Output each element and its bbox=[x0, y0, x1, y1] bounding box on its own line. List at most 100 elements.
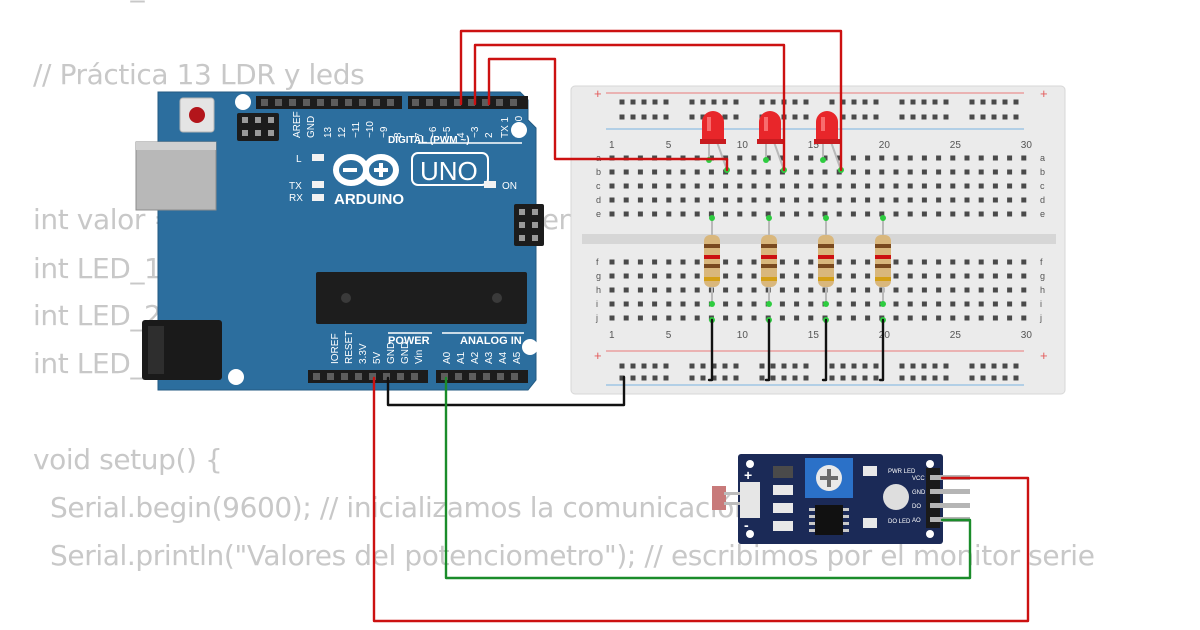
row-letter: i bbox=[1040, 299, 1042, 309]
pin-label: 2 bbox=[484, 132, 495, 138]
pin-label: ~11 bbox=[351, 121, 362, 138]
pin-label: A2 bbox=[470, 351, 481, 364]
row-letter: c bbox=[596, 181, 601, 191]
code-line: Serial.println("Valores del potenciometr… bbox=[33, 539, 1095, 572]
arduino-model: UNO bbox=[420, 156, 478, 186]
code-line: int LED_4 = 2; bbox=[33, 0, 228, 3]
pwr-led bbox=[883, 484, 909, 510]
pin-label: 7 bbox=[414, 132, 425, 138]
row-letter: c bbox=[1040, 181, 1045, 191]
pin-label: ~3 bbox=[470, 126, 481, 138]
sensor-plus-label: + bbox=[744, 467, 752, 483]
wire-a0 bbox=[444, 376, 972, 580]
column-number: 5 bbox=[666, 140, 672, 151]
column-number: 5 bbox=[666, 330, 672, 341]
code-line: // Práctica 13 LDR y leds bbox=[33, 58, 365, 91]
pin-label: GND bbox=[306, 116, 317, 138]
wire-led3 bbox=[487, 57, 729, 172]
row-letter: f bbox=[596, 257, 599, 267]
pin-label: GND bbox=[400, 342, 411, 364]
column-number: 10 bbox=[737, 330, 749, 341]
breadboard-holes bbox=[609, 99, 1027, 381]
row-letter: b bbox=[596, 167, 601, 177]
rx-led bbox=[312, 194, 324, 201]
pin-label: TX 1 bbox=[500, 116, 511, 138]
rx-led-label: RX bbox=[289, 193, 303, 204]
led-icon bbox=[759, 111, 781, 142]
sensor-minus-label: - bbox=[744, 517, 749, 533]
column-number: 25 bbox=[950, 140, 962, 151]
arduino-brand: ARDUINO bbox=[334, 191, 404, 208]
pin-label: A5 bbox=[512, 351, 523, 364]
row-letter: h bbox=[596, 285, 601, 295]
pin-label: A1 bbox=[456, 351, 467, 364]
power-header bbox=[308, 370, 428, 383]
pin-label: A0 bbox=[442, 351, 453, 364]
wire-5v bbox=[372, 376, 1030, 623]
sensor-pin-label: AO bbox=[912, 518, 921, 524]
pin-label: AREF bbox=[292, 111, 303, 138]
ldr-icon bbox=[712, 486, 726, 510]
on-led bbox=[484, 181, 496, 188]
wire-gnd bbox=[386, 375, 626, 407]
resistors bbox=[704, 215, 891, 323]
row-letter: f bbox=[1040, 257, 1043, 267]
rail-plus-label: + bbox=[594, 86, 602, 101]
row-letter: e bbox=[1040, 209, 1045, 219]
arduino-logo-icon bbox=[333, 154, 399, 186]
sensor-pin-label: GND bbox=[912, 490, 926, 496]
column-number: 15 bbox=[808, 330, 820, 341]
column-number: 25 bbox=[950, 330, 962, 341]
row-letter: g bbox=[596, 271, 601, 281]
pwr-led-label: PWR LED bbox=[888, 469, 916, 475]
pin-label: A4 bbox=[498, 351, 509, 364]
column-number: 10 bbox=[737, 140, 749, 151]
row-letter: j bbox=[1039, 313, 1042, 323]
code-line: void setup() { bbox=[33, 443, 223, 476]
column-number: 20 bbox=[879, 140, 891, 151]
rail-plus-label: + bbox=[594, 348, 602, 363]
column-number: 30 bbox=[1021, 140, 1033, 151]
l-led bbox=[312, 154, 324, 161]
tx-led-label: TX bbox=[289, 181, 302, 192]
row-letter: j bbox=[595, 313, 598, 323]
row-letter: b bbox=[1040, 167, 1045, 177]
rail-plus-label: + bbox=[1040, 348, 1048, 363]
led-icon bbox=[816, 111, 838, 142]
pin-label: 8 bbox=[393, 132, 404, 138]
row-letter: d bbox=[596, 195, 601, 205]
tx-led bbox=[312, 181, 324, 188]
wire-led2 bbox=[473, 43, 786, 172]
pin-label: 5V bbox=[372, 351, 383, 364]
column-number: 20 bbox=[879, 330, 891, 341]
pin-label: ~5 bbox=[442, 126, 453, 138]
wire-led1 bbox=[459, 29, 843, 172]
l-led-label: L bbox=[296, 154, 302, 165]
led-icon bbox=[702, 111, 724, 142]
leds bbox=[700, 111, 844, 173]
analog-header-label: ANALOG IN bbox=[460, 335, 522, 347]
row-letter: d bbox=[1040, 195, 1045, 205]
pin-label: ~10 bbox=[365, 121, 376, 138]
digital-header-label: DIGITAL (PWM ~) bbox=[388, 135, 470, 146]
pin-label: GND bbox=[386, 342, 397, 364]
sensor-pin-label: DO bbox=[912, 504, 921, 510]
pin-label: 12 bbox=[337, 126, 348, 138]
do-led-label: DO LED bbox=[888, 519, 911, 525]
rail-plus-label: + bbox=[1040, 86, 1048, 101]
column-number: 1 bbox=[609, 330, 615, 341]
usb-port bbox=[135, 141, 217, 211]
column-number: 1 bbox=[609, 140, 615, 151]
row-letter: a bbox=[1040, 153, 1045, 163]
row-letter: g bbox=[1040, 271, 1045, 281]
pin-label: RESET bbox=[344, 331, 355, 364]
pin-label: 3.3V bbox=[358, 343, 369, 364]
pin-label: ~9 bbox=[379, 126, 390, 138]
power-header-label: POWER bbox=[388, 335, 430, 347]
